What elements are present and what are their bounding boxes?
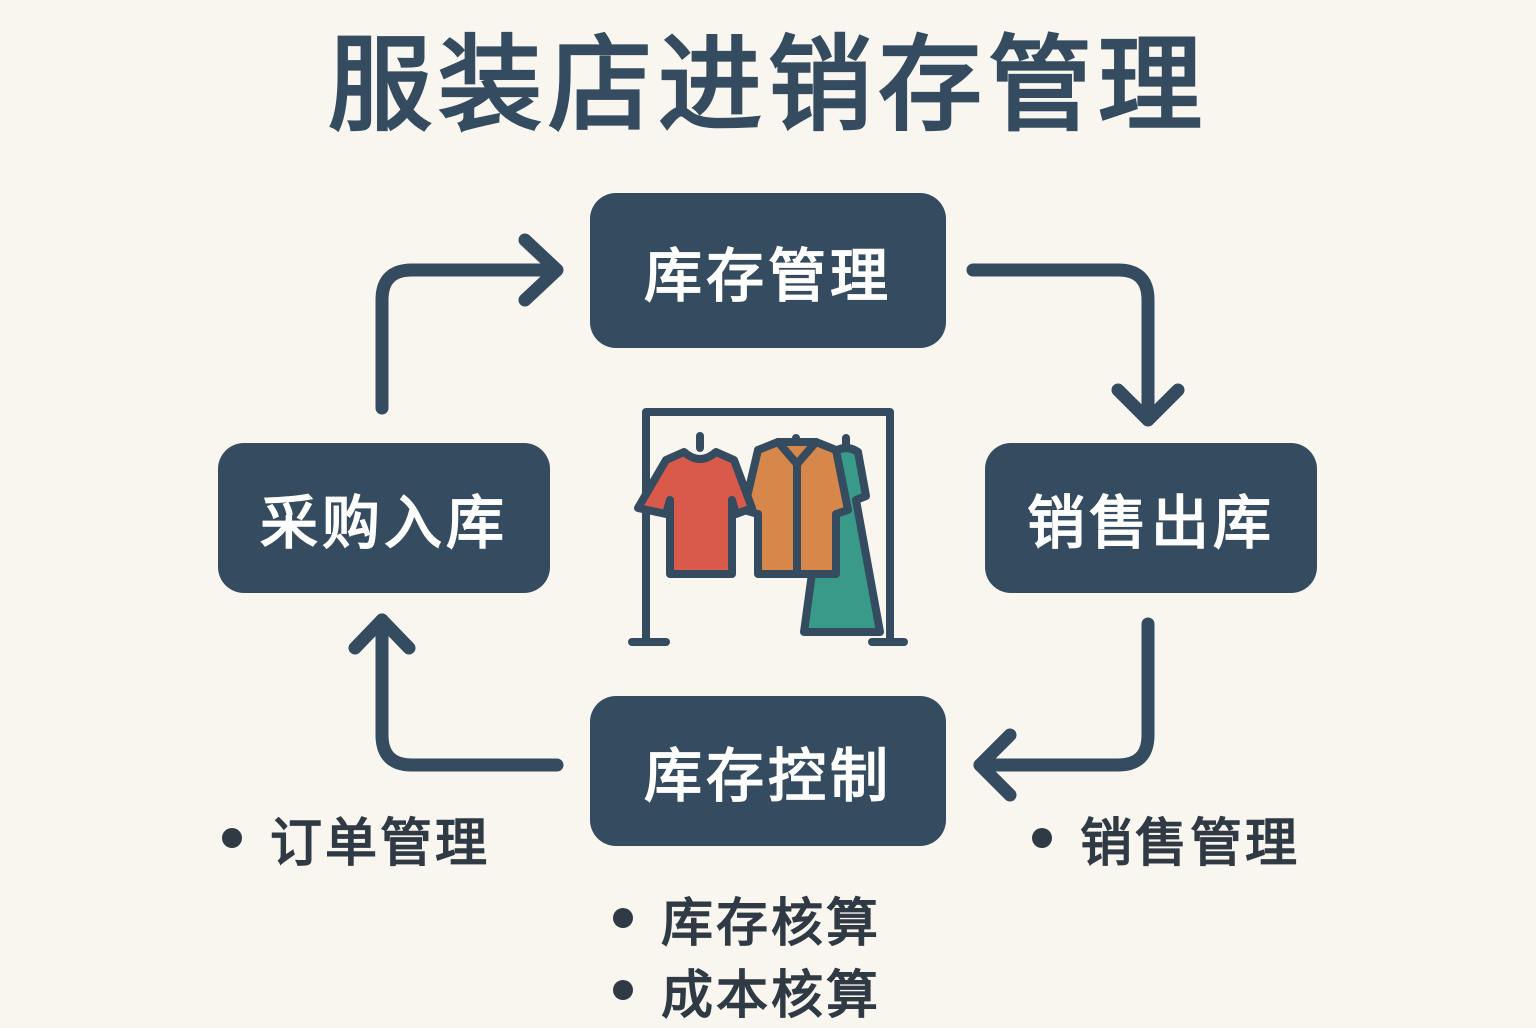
node-inventory-control: 库存控制 xyxy=(590,696,946,846)
bullet-text: 销售管理 xyxy=(1080,813,1301,874)
arrow-left-to-top xyxy=(375,263,562,415)
list-item: 成本核算 xyxy=(613,954,881,1026)
bullet-dot xyxy=(1032,828,1052,848)
arrow-top-to-right xyxy=(966,263,1155,425)
list-item: 销售管理 xyxy=(1032,803,1301,874)
arrow-bottom-to-left xyxy=(375,613,564,772)
list-item: 订单管理 xyxy=(222,803,491,874)
arrow-top-to-right-head xyxy=(1111,383,1185,427)
arrow-left-to-top-head xyxy=(518,233,564,307)
bullet-text: 订单管理 xyxy=(270,813,491,874)
purchase-bullet-list: 订单管理 xyxy=(222,803,491,874)
bullet-text: 成本核算 xyxy=(661,965,882,1026)
bullet-text: 库存核算 xyxy=(661,893,882,954)
sales-bullet-list: 销售管理 xyxy=(1032,803,1301,874)
node-sales-outbound: 销售出库 xyxy=(985,443,1317,593)
clothing-rack-icon xyxy=(628,408,908,646)
diagram-title: 服装店进销存管理 xyxy=(327,24,1208,146)
bullet-dot xyxy=(222,828,242,848)
node-inventory-management: 库存管理 xyxy=(590,193,946,348)
arrow-bottom-to-left-head xyxy=(348,613,416,655)
control-bullet-list: 库存核算 成本核算 xyxy=(613,882,881,1026)
list-item: 库存核算 xyxy=(613,882,881,954)
bullet-dot xyxy=(613,908,633,928)
arrow-right-to-bottom xyxy=(973,617,1155,772)
arrow-right-to-bottom-head xyxy=(973,728,1017,802)
bullet-dot xyxy=(613,980,633,1000)
node-purchase-inbound: 采购入库 xyxy=(218,443,550,593)
